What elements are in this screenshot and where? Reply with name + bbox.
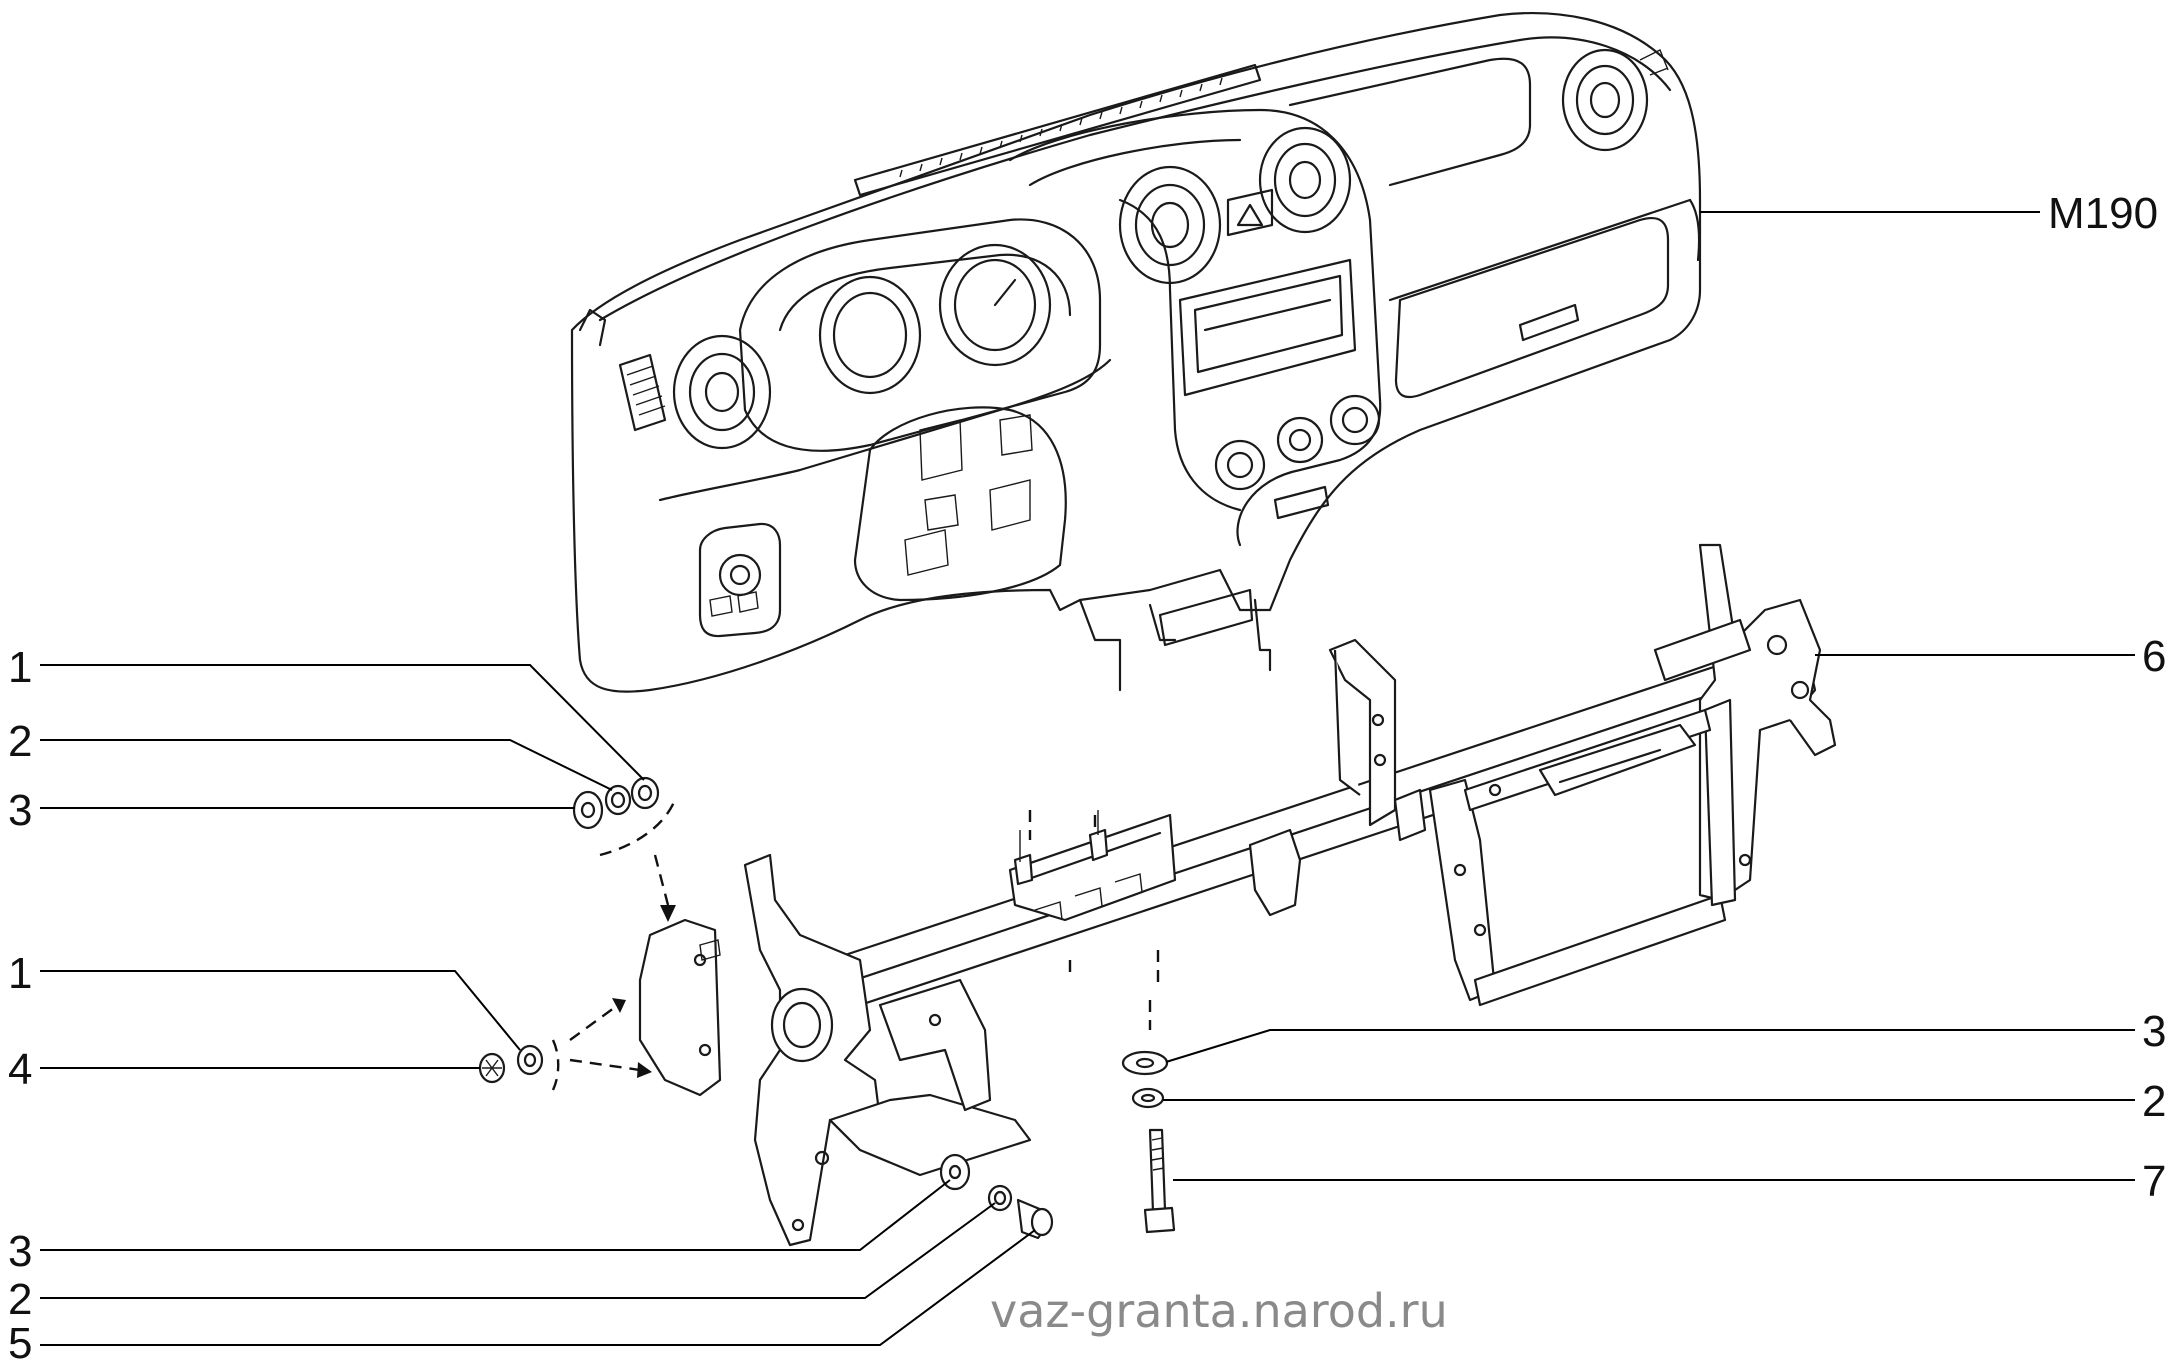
callout-7: 7 [2142,1157,2166,1206]
callout-labels: 1 2 3 1 4 3 2 5 6 3 2 7 M190 [8,189,2166,1360]
leader-lines [40,211,2135,1346]
callout-1: 1 [8,949,32,998]
bolt-icon [1016,1198,1054,1240]
callout-2: 2 [2142,1077,2166,1126]
fasteners [478,776,1176,1240]
bolt-icon [1143,1128,1176,1234]
assembly-label: M190 [2048,189,2158,238]
assembly-paths [551,799,1160,1091]
spring-washer-icon [987,1184,1013,1212]
nut-icon [516,1044,544,1076]
watermark: vaz-granta.narod.ru [990,1284,1448,1338]
callout-3: 3 [8,1227,32,1276]
callout-4: 4 [8,1045,32,1094]
spring-washer-icon [1131,1087,1165,1109]
callout-1: 1 [8,643,32,692]
spring-washer-icon [604,784,632,816]
callout-2: 2 [8,717,32,766]
callout-2: 2 [8,1275,32,1324]
callout-3: 3 [8,786,32,835]
cross-car-beam [638,543,1837,1247]
callout-3: 3 [2142,1007,2166,1056]
defroster-slats [899,77,1223,178]
washer-icon [572,790,604,830]
washer-icon [1121,1050,1169,1076]
nut-icon [630,776,660,810]
callout-5: 5 [8,1319,32,1360]
callout-6: 6 [2142,632,2166,681]
toothed-washer-icon [478,1052,506,1084]
dashboard-panel [570,12,1702,693]
